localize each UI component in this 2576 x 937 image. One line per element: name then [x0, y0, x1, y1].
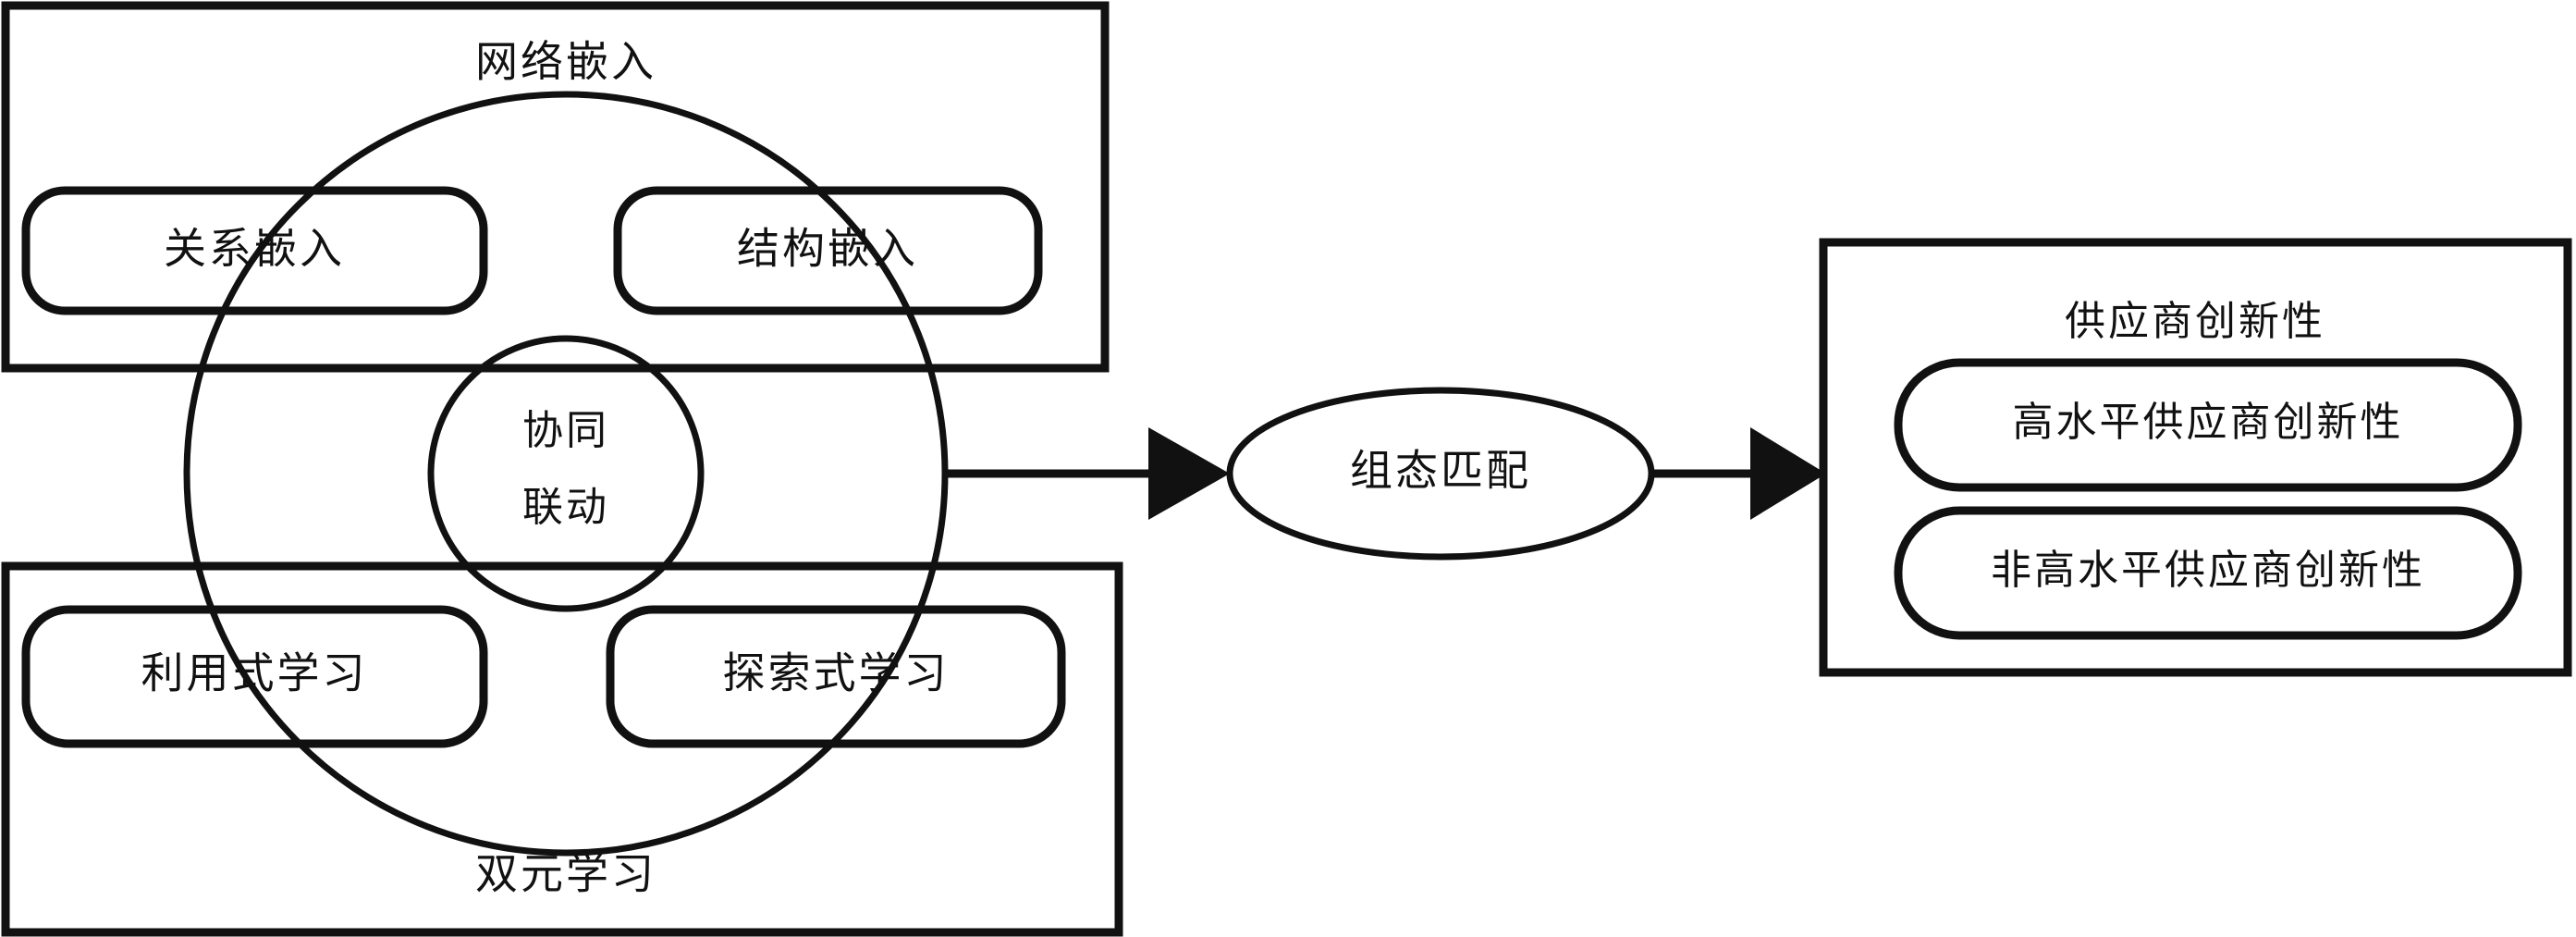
- ambidextrous-learning-group-box: [1, 561, 1123, 937]
- outcome-label-non-high-level: 非高水平供应商创新性: [1991, 548, 2425, 593]
- synergy-core-circle: [427, 335, 705, 612]
- network-embedding-group-box: [1, 1, 1110, 373]
- node-box-exploratory-learning[interactable]: [606, 605, 1066, 748]
- node-label-structural-embedding: 结构嵌入: [737, 226, 918, 273]
- node-box-structural-embedding[interactable]: [613, 186, 1043, 315]
- core-label-line1: 协同: [522, 408, 609, 453]
- core-label-line2: 联动: [522, 485, 609, 530]
- matching-label: 组态匹配: [1350, 448, 1531, 495]
- node-box-exploitative-learning[interactable]: [21, 605, 488, 748]
- outcome-title: 供应商创新性: [2065, 299, 2325, 344]
- node-label-exploratory-learning: 探索式学习: [723, 650, 950, 697]
- group-label-network-embedding: 网络嵌入: [475, 39, 656, 86]
- node-box-relational-embedding[interactable]: [21, 186, 488, 315]
- arrowhead-matching-to-outcome: [1750, 427, 1826, 520]
- synergy-outer-circle: [183, 91, 949, 857]
- arrowhead-core-to-matching: [1148, 427, 1230, 520]
- outcome-box-high-level[interactable]: [1894, 358, 2522, 492]
- node-label-exploitative-learning: 利用式学习: [141, 650, 368, 697]
- outcome-group-box: [1819, 238, 2572, 677]
- outcome-box-non-high-level[interactable]: [1894, 506, 2522, 640]
- node-label-relational-embedding: 关系嵌入: [164, 226, 345, 273]
- group-label-ambidextrous-learning: 双元学习: [475, 851, 656, 898]
- outcome-label-high-level: 高水平供应商创新性: [2013, 400, 2404, 445]
